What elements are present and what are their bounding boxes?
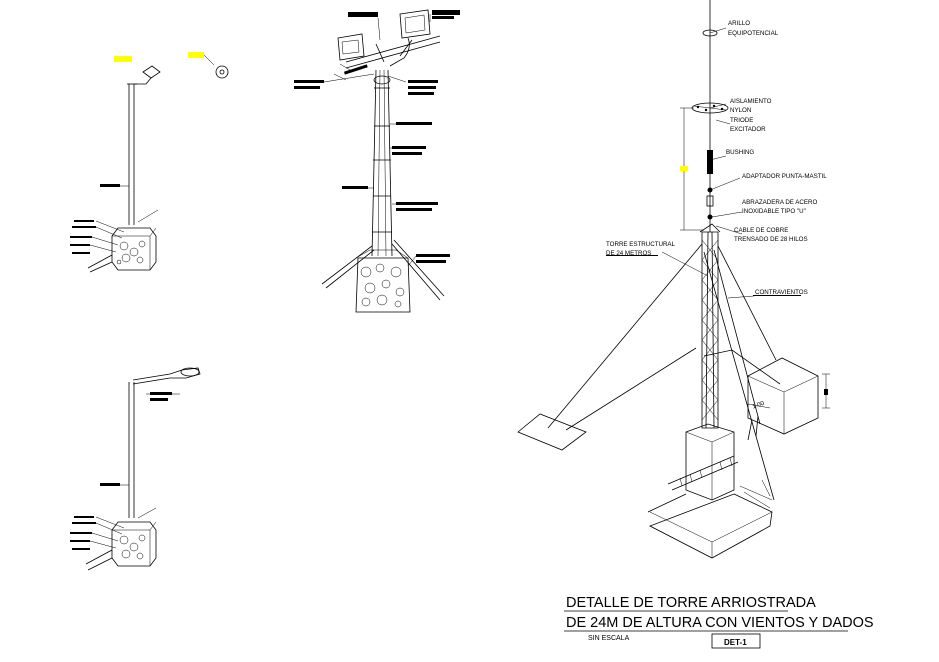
- label-dimension: 1.00: [751, 400, 765, 411]
- label-bushing: BUSHING: [726, 149, 754, 156]
- label-torre: TORRE ESTRUCTURAL: [606, 241, 676, 248]
- lamp-icon: [215, 65, 229, 79]
- label-cable-2: TRENSADO DE 28 HILOS: [734, 236, 808, 243]
- label-abrazadera: ABRAZADERA DE ACERO: [742, 199, 817, 206]
- floodlight-mast: [294, 9, 460, 313]
- label-aislamiento: AISLAMIENTO: [730, 98, 772, 105]
- label-arillo-2: EQUIPOTENCIAL: [728, 30, 779, 37]
- light-pole-1: [70, 52, 229, 273]
- label-triode: TRIODE: [730, 117, 753, 124]
- label-torre-2: DE 24 METROS: [606, 250, 651, 257]
- label-triode-2: EXCITADOR: [730, 126, 766, 133]
- label-aislamiento-2: NYLON: [730, 107, 751, 114]
- floodlight-icon: [142, 65, 161, 79]
- label-abrazadera-2: INOXIDABLE TIPO "U": [742, 208, 806, 215]
- detail-tag: DET-1: [724, 638, 747, 647]
- drawing-title-line1: DETALLE DE TORRE ARRIOSTRADA: [566, 595, 816, 611]
- label-cable: CABLE DE COBRE: [734, 227, 788, 234]
- scale-note: SIN ESCALA: [588, 635, 630, 642]
- floodlight-icon: [399, 9, 431, 39]
- label-adaptador: ADAPTADOR PUNTA-MASTIL: [742, 173, 827, 180]
- title-block: DETALLE DE TORRE ARRIOSTRADA DE 24M DE A…: [564, 595, 874, 649]
- light-pole-2: [70, 367, 201, 571]
- label-contravientos: CONTRAVIENTOS: [755, 289, 808, 296]
- guyed-tower: ARILLO EQUIPOTENCIAL AISLAMIENTO NYLON T…: [517, 0, 830, 559]
- label-arillo: ARILLO: [728, 20, 750, 27]
- drawing-title-line2: DE 24M DE ALTURA CON VIENTOS Y DADOS: [566, 615, 874, 631]
- highlight-mark: [114, 56, 132, 62]
- highlight-mark: [188, 52, 204, 58]
- floodlight-icon: [337, 33, 365, 61]
- street-lamp-icon: [180, 367, 200, 377]
- equipotential-ring: [702, 29, 718, 37]
- detail-tag-box: [711, 633, 761, 649]
- bushing: [707, 150, 713, 174]
